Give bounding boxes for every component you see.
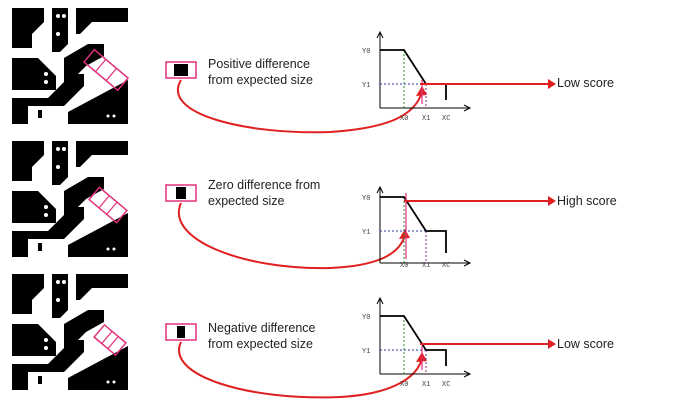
curved-arrow (178, 341, 423, 399)
y1-label: Y1 (362, 82, 370, 90)
difference-description: Zero difference from expected size (208, 177, 358, 209)
curved-arrow (177, 79, 423, 134)
pcb-image (8, 137, 132, 261)
row-positive-difference: Y0 Y1 X0 X1 XC Positive difference from … (0, 0, 680, 134)
difference-description: Negative difference from expected size (208, 320, 358, 352)
row-overlay: Y0 Y1 X0 X1 XC (165, 184, 556, 270)
x1-label: X1 (422, 262, 430, 270)
y0-label: Y0 (362, 314, 370, 322)
y1-label: Y1 (362, 348, 370, 356)
row-negative-difference: Y0 Y1 X0 X1 XC Negative difference from … (0, 266, 680, 399)
x0-label: X0 (400, 262, 408, 270)
score-label: High score (557, 194, 617, 208)
x1-label: X1 (422, 381, 430, 389)
description-line-1: Negative difference (208, 321, 316, 335)
x0-label: X0 (400, 115, 408, 123)
x0-label: X0 (400, 381, 408, 389)
score-graph (376, 30, 556, 112)
y1-label: Y1 (362, 229, 370, 237)
description-line-2: from expected size (208, 73, 313, 87)
xc-label: XC (442, 115, 450, 123)
difference-description: Positive difference from expected size (208, 56, 358, 88)
row-overlay: Y0 Y1 X0 X1 XC (165, 30, 556, 134)
y0-label: Y0 (362, 195, 370, 203)
description-line-1: Positive difference (208, 57, 310, 71)
row-overlay: Y0 Y1 X0 X1 XC (165, 296, 556, 399)
xc-label: XC (442, 262, 450, 270)
pcb-image (8, 4, 132, 128)
score-label: Low score (557, 337, 614, 351)
description-line-2: from expected size (208, 337, 313, 351)
row-zero-difference: Y0 Y1 X0 X1 XC Zero difference from expe… (0, 133, 680, 270)
pcb-image (8, 270, 132, 394)
score-graph (376, 185, 556, 267)
y0-label: Y0 (362, 48, 370, 56)
x1-label: X1 (422, 115, 430, 123)
score-graph (376, 296, 556, 378)
xc-label: XC (442, 381, 450, 389)
curved-arrow (177, 202, 406, 270)
description-line-1: Zero difference from (208, 178, 321, 192)
score-label: Low score (557, 76, 614, 90)
description-line-2: expected size (208, 194, 285, 208)
